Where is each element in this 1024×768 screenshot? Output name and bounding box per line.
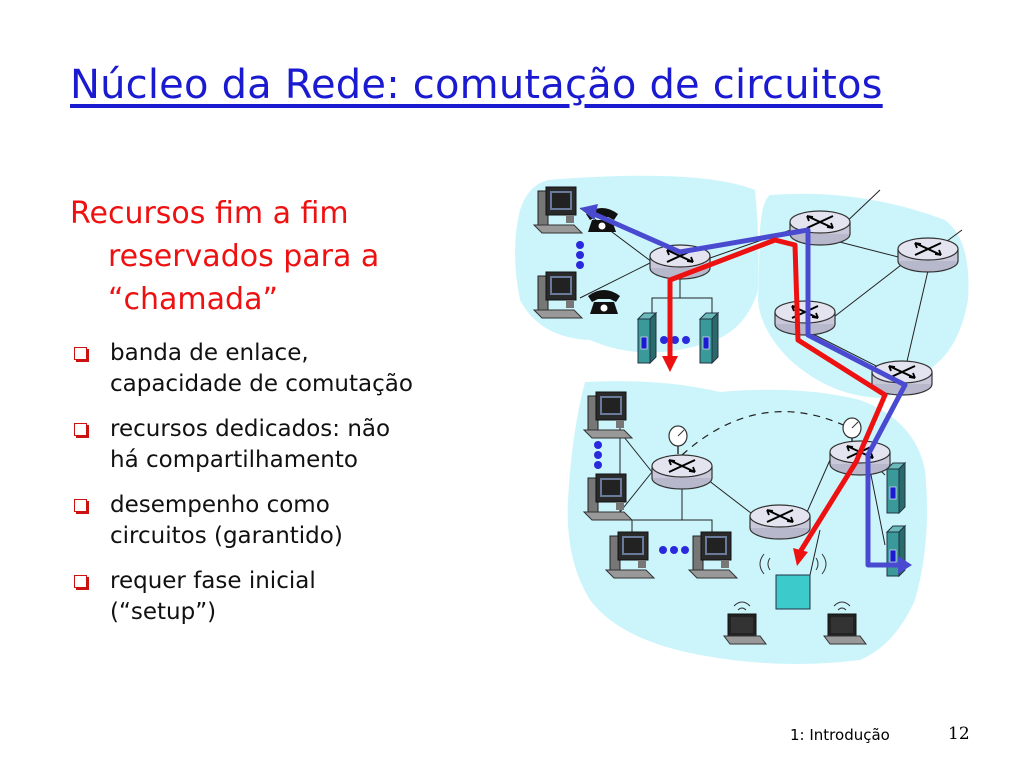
bullet-marker-icon xyxy=(74,499,87,512)
server-icon xyxy=(886,462,906,514)
slide-title: Núcleo da Rede: comutação de circuitos xyxy=(70,62,883,108)
bullet-list: banda de enlace, capacidade de comutação… xyxy=(70,338,520,642)
page-number: 12 xyxy=(948,724,970,744)
computer-icon xyxy=(688,531,738,579)
router-icon xyxy=(789,210,851,246)
red-arrowhead-icon xyxy=(793,548,808,566)
bullet-line: requer fase inicial xyxy=(110,568,316,594)
computer-icon xyxy=(533,186,583,234)
bullet-marker-icon xyxy=(74,423,87,436)
blue-arrowhead-icon xyxy=(898,556,912,574)
bullet-item: recursos dedicados: não há compartilhame… xyxy=(70,414,520,476)
server-icon xyxy=(637,312,657,364)
router-icon xyxy=(774,300,836,336)
computer-icon xyxy=(583,473,633,521)
footer-chapter: 1: Introdução xyxy=(790,726,890,744)
bullet-line: há compartilhamento xyxy=(110,447,358,473)
bullet-item: requer fase inicial (“setup”) xyxy=(70,566,520,628)
server-icon xyxy=(699,312,719,364)
lead-line-2: reservados para a xyxy=(108,239,380,274)
top-left-cloud xyxy=(515,175,759,353)
bullet-marker-icon xyxy=(74,575,87,588)
computer-icon xyxy=(605,531,655,579)
ellipsis-dots xyxy=(576,241,690,554)
bullet-line: recursos dedicados: não xyxy=(110,416,391,442)
red-arrowhead-icon xyxy=(662,356,678,372)
blue-arrowhead-icon xyxy=(580,204,598,220)
lead-text: Recursos fim a fim reservados para a “ch… xyxy=(70,192,490,321)
blue-circuit-path xyxy=(591,211,908,568)
bullet-line: banda de enlace, xyxy=(110,340,309,366)
bullet-item: desempenho como circuitos (garantido) xyxy=(70,490,520,552)
bullet-line: (“setup”) xyxy=(110,599,217,625)
computer-icon xyxy=(533,271,583,319)
bullet-item: banda de enlace, capacidade de comutação xyxy=(70,338,520,400)
bullet-line: capacidade de comutação xyxy=(110,371,413,397)
bullet-line: desempenho como xyxy=(110,492,330,518)
lead-line-3: “chamada” xyxy=(108,282,279,317)
lead-line-1: Recursos fim a fim xyxy=(70,196,349,231)
bullet-marker-icon xyxy=(74,347,87,360)
wireless-access-point-icon xyxy=(759,553,827,610)
router-icon xyxy=(651,454,713,490)
red-circuit-path xyxy=(667,237,888,555)
router-icon xyxy=(749,504,811,540)
satellite-link xyxy=(681,411,851,456)
bullet-line: circuitos (garantido) xyxy=(110,523,343,549)
router-icon xyxy=(897,237,959,273)
computer-icon xyxy=(583,391,633,439)
